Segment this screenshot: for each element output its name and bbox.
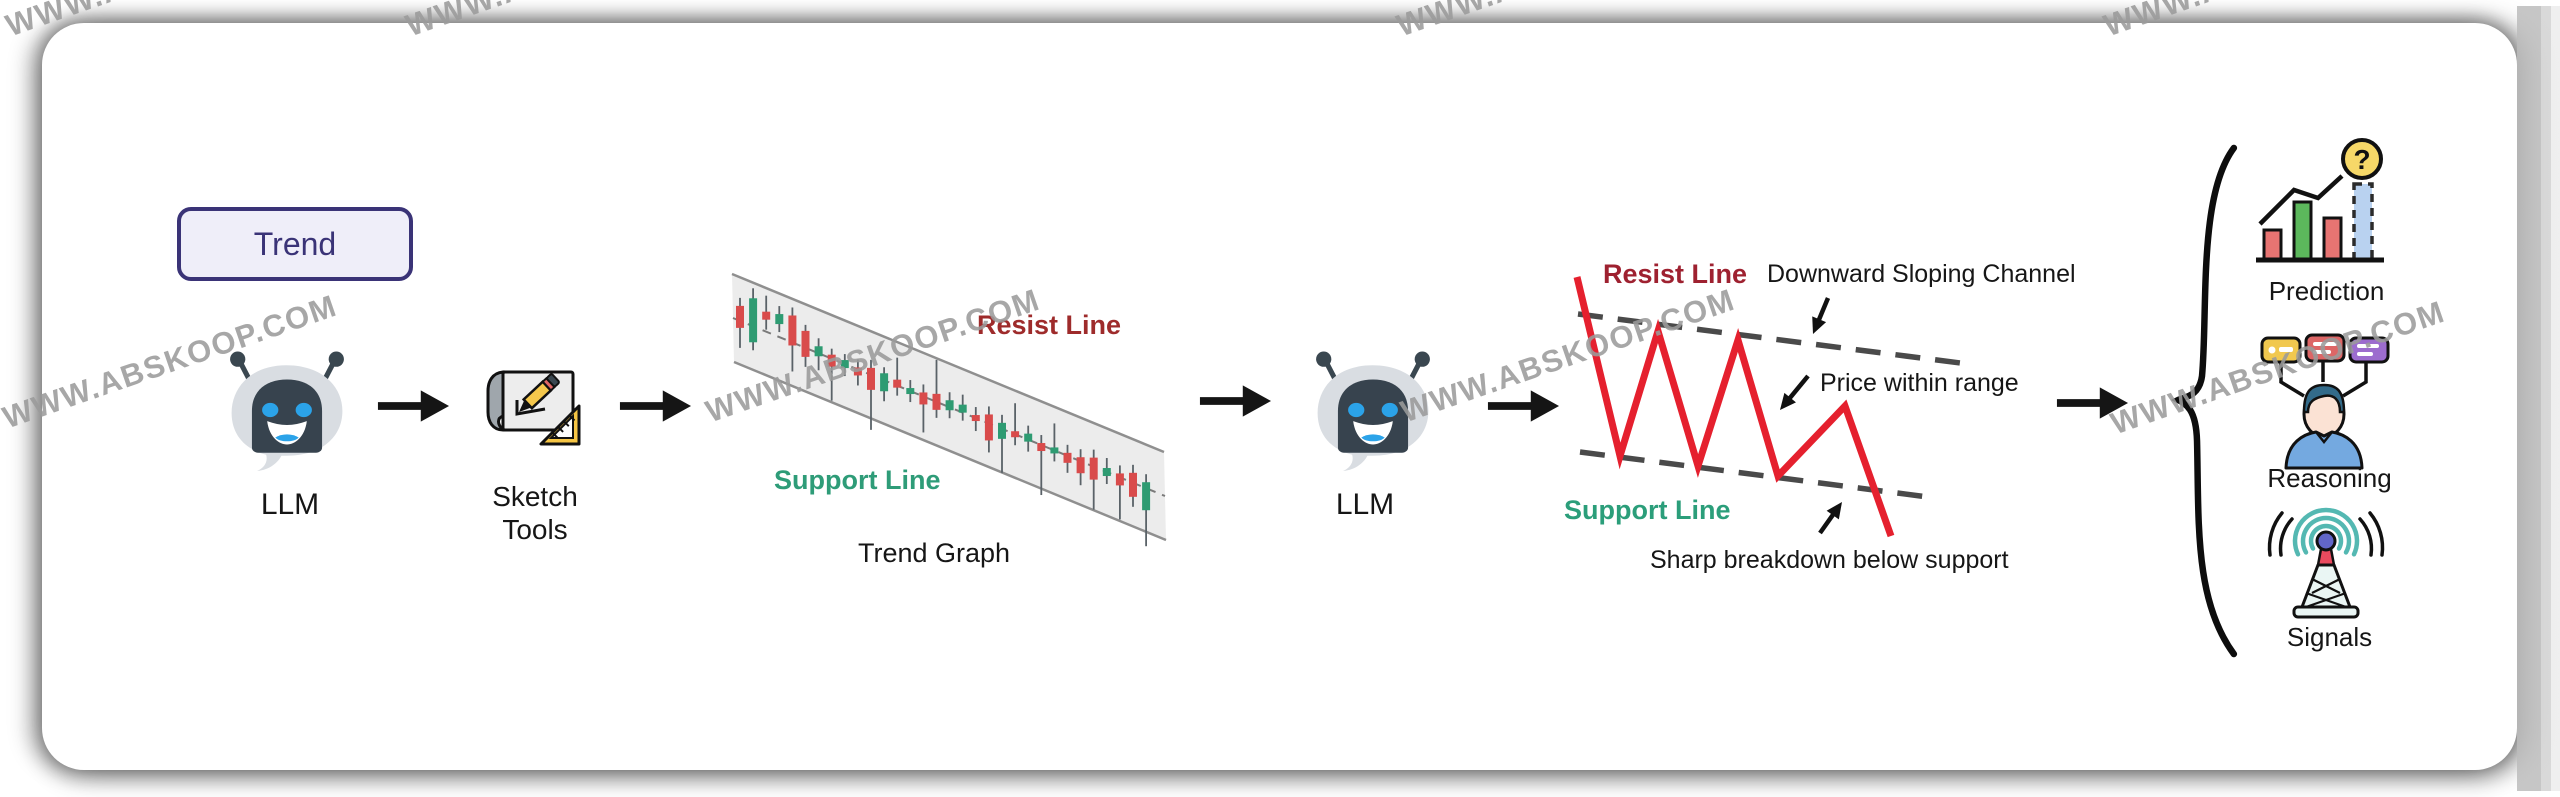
- sketch-tools-label: Sketch Tools: [465, 480, 605, 546]
- prediction-question-mark: ?: [2353, 144, 2370, 175]
- sketch-tools-label-line1: Sketch: [492, 481, 578, 512]
- trend-graph-candlestick-chart: [731, 272, 1167, 547]
- flow-arrow-icon-3: [1198, 384, 1272, 418]
- llm-1-label: LLM: [260, 488, 320, 521]
- sketch-tools-label-line2: Tools: [502, 514, 568, 545]
- flow-arrow-icon-5: [2055, 386, 2129, 420]
- trend-badge-label: Trend: [253, 225, 337, 262]
- chart2-resist-line-label: Resist Line: [1603, 259, 1748, 289]
- flow-arrow-icon-1: [376, 389, 450, 423]
- chart1-resist-line-label: Resist Line: [977, 310, 1122, 340]
- llm-2-label: LLM: [1335, 488, 1395, 521]
- reasoning-label: Reasoning: [2267, 463, 2392, 493]
- signals-icon: [2267, 507, 2385, 619]
- zigzag-channel-chart: [1573, 276, 1969, 538]
- output-brace: [2170, 144, 2238, 658]
- prediction-icon: ?: [2256, 138, 2384, 263]
- llm-robot-icon-1: [218, 348, 356, 472]
- signals-label: Signals: [2286, 622, 2373, 652]
- chart1-title: Trend Graph: [858, 538, 1011, 568]
- prediction-label: Prediction: [2268, 276, 2385, 306]
- chart1-support-line-label: Support Line: [774, 465, 941, 495]
- flow-arrow-icon-2: [618, 389, 692, 423]
- trend-badge: Trend: [177, 207, 413, 281]
- right-edge-shadow: [2517, 6, 2560, 791]
- llm-robot-icon-2: [1304, 348, 1442, 472]
- chart2-annotation-breakdown: Sharp breakdown below support: [1650, 546, 2009, 574]
- reasoning-icon: [2260, 333, 2390, 470]
- chart2-annotation-channel: Downward Sloping Channel: [1767, 260, 2076, 288]
- chart2-support-line-label: Support Line: [1564, 495, 1731, 525]
- flow-arrow-icon-4: [1486, 389, 1560, 423]
- sketch-tools-icon: [486, 370, 581, 446]
- chart2-annotation-range: Price within range: [1820, 369, 2019, 397]
